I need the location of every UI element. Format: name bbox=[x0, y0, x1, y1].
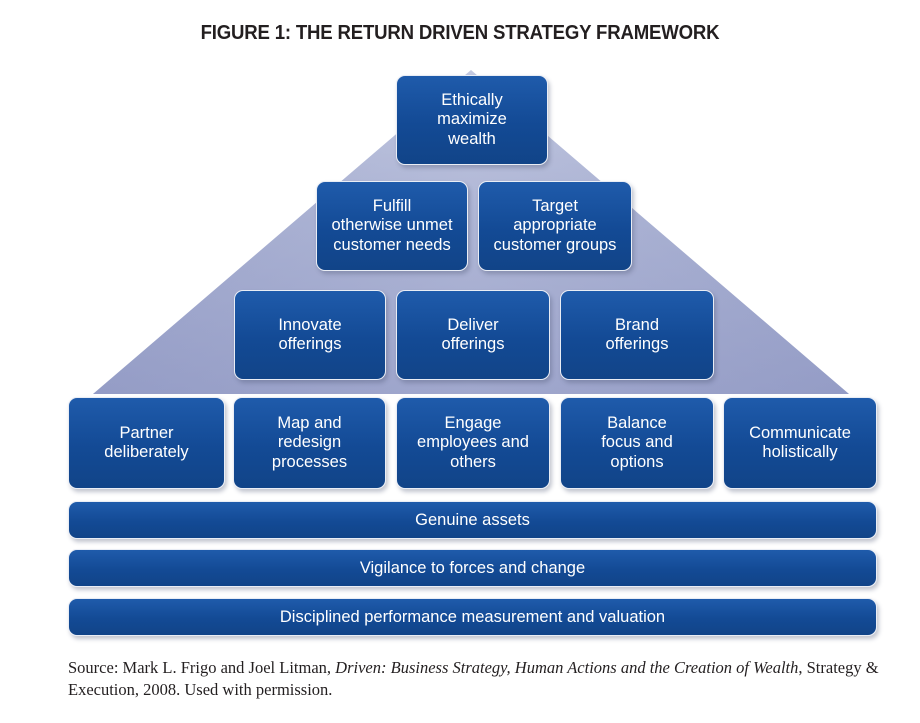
node-line: redesign bbox=[277, 433, 342, 452]
node-line: employees and bbox=[417, 433, 529, 452]
node-communicate-holistically[interactable]: Communicate holistically bbox=[723, 397, 877, 489]
node-line: options bbox=[610, 452, 664, 471]
node-line: Deliver bbox=[447, 315, 499, 334]
source-suffix: , Strategy & Execution, 2008. Used with … bbox=[68, 658, 879, 700]
node-innovate-offerings[interactable]: Innovate offerings bbox=[234, 290, 386, 380]
node-deliver-offerings[interactable]: Deliver offerings bbox=[396, 290, 550, 380]
node-line: Ethically bbox=[441, 91, 503, 110]
node-map-redesign-processes[interactable]: Map and redesign processes bbox=[233, 397, 386, 489]
node-line: Innovate bbox=[278, 315, 342, 334]
node-line: Map and bbox=[277, 414, 342, 433]
node-line: appropriate bbox=[513, 216, 597, 235]
node-fulfill-unmet-needs[interactable]: Fulfill otherwise unmet customer needs bbox=[316, 181, 468, 271]
node-engage-employees[interactable]: Engage employees and others bbox=[396, 397, 550, 489]
node-line: Partner bbox=[119, 423, 174, 442]
node-line: offerings bbox=[605, 335, 669, 353]
node-ethically-maximize-wealth[interactable]: Ethically maximize wealth bbox=[396, 75, 548, 165]
foundation-bar-genuine-assets[interactable]: Genuine assets bbox=[68, 501, 877, 539]
node-target-customer-groups[interactable]: Target appropriate customer groups bbox=[478, 181, 632, 271]
node-line: others bbox=[450, 452, 496, 471]
node-line: offerings bbox=[278, 335, 342, 353]
node-partner-deliberately[interactable]: Partner deliberately bbox=[68, 397, 225, 489]
node-line: focus and bbox=[601, 433, 673, 452]
node-line: maximize bbox=[437, 110, 507, 129]
node-line: holistically bbox=[762, 443, 838, 461]
node-line: Communicate bbox=[749, 423, 851, 442]
foundation-bar-vigilance-forces-change[interactable]: Vigilance to forces and change bbox=[68, 549, 877, 587]
node-line: otherwise unmet bbox=[331, 216, 453, 235]
foundation-bar-label: Disciplined performance measurement and … bbox=[279, 607, 666, 626]
foundation-bar-label: Genuine assets bbox=[415, 510, 530, 529]
source-note: Source: Mark L. Frigo and Joel Litman, D… bbox=[68, 657, 888, 702]
foundation-bar-label: Vigilance to forces and change bbox=[359, 558, 586, 577]
node-line: Fulfill bbox=[372, 197, 412, 216]
source-title: Driven: Business Strategy, Human Actions… bbox=[335, 658, 799, 677]
node-balance-focus-options[interactable]: Balance focus and options bbox=[560, 397, 714, 489]
node-line: processes bbox=[271, 452, 348, 471]
foundation-bar-disciplined-performance[interactable]: Disciplined performance measurement and … bbox=[68, 598, 877, 636]
node-line: Brand bbox=[614, 315, 660, 334]
source-prefix: Source: Mark L. Frigo and Joel Litman, bbox=[68, 658, 336, 677]
node-line: customer groups bbox=[493, 235, 617, 254]
page-title: FIGURE 1: THE RETURN DRIVEN STRATEGY FRA… bbox=[200, 22, 720, 44]
node-line: customer needs bbox=[333, 235, 451, 254]
node-line: offerings bbox=[441, 335, 505, 353]
node-line: Balance bbox=[607, 414, 667, 433]
node-brand-offerings[interactable]: Brand offerings bbox=[560, 290, 714, 380]
node-line: Target bbox=[532, 197, 578, 216]
node-line: deliberately bbox=[104, 443, 189, 461]
node-line: Engage bbox=[444, 414, 502, 433]
node-line: wealth bbox=[448, 129, 496, 148]
